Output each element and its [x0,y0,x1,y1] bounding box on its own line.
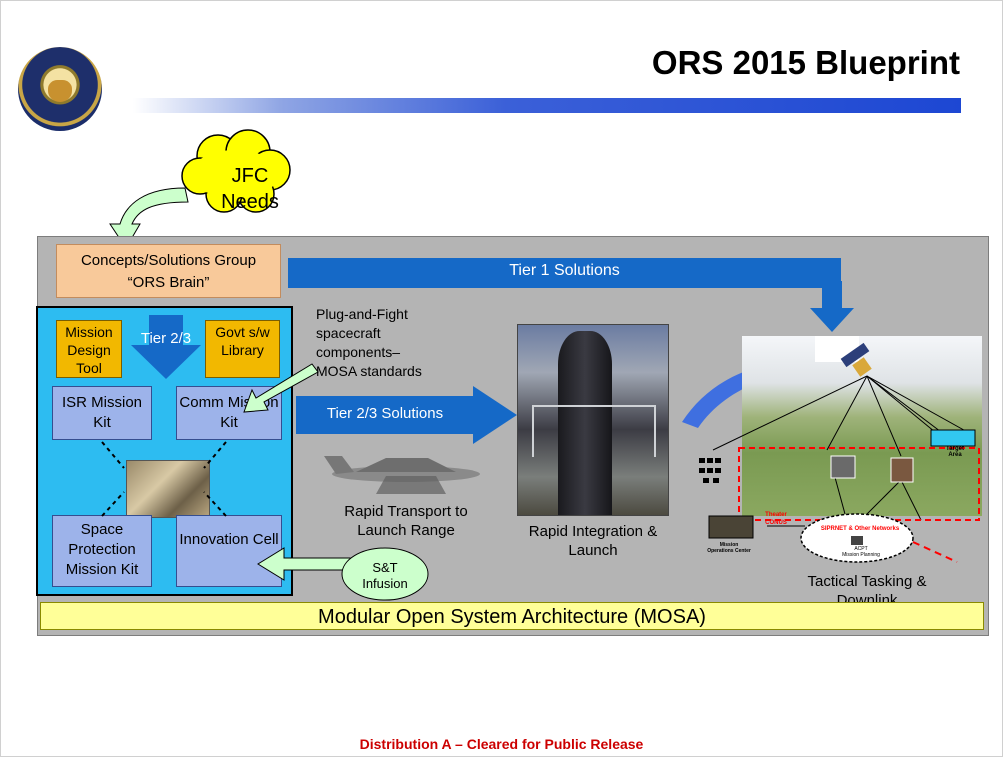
computer-icon [851,536,863,545]
plug-line2: spacecraft [316,325,381,341]
concepts-solutions-group: Concepts/Solutions Group “ORS Brain” [56,244,281,298]
cloud-icon [181,129,291,213]
mission-design-tool-box: Mission Design Tool [56,320,122,378]
csg-line2: “ORS Brain” [127,274,210,291]
cloud-line2: Needs [221,191,279,213]
conus-label: CONUS [765,520,787,526]
plug-line1: Plug-and-Fight [316,306,408,322]
seal-eagle [48,80,72,102]
acpt-line1: ACPT [854,546,868,552]
st-infusion-line2: Infusion [362,576,408,591]
plug-line3: components– [316,344,401,360]
rocket-integration-photo [517,324,669,516]
plug-line4: MOSA standards [316,363,422,379]
target-area-line2: Area [948,452,962,458]
innovation-cell-box: Innovation Cell [176,515,282,587]
tier23-arrow-shaft [149,315,183,345]
satellite-icon [840,342,872,377]
moc-label: Mission Operations Center [704,542,754,554]
cloud-line1: JFC [231,165,269,187]
space-protection-kit-box: Space Protection Mission Kit [52,515,152,587]
tactical-caption-line1: Tactical Tasking & [807,573,927,590]
govt-library-box: Govt s/w Library [205,320,280,378]
tier1-arrow-head [810,308,854,332]
moc-line1: Mission [719,542,739,548]
plug-arrow [243,363,319,413]
rapid-integration-line1: Rapid Integration & [528,523,658,540]
mosa-bar: Modular Open System Architecture (MOSA) [40,602,984,630]
siprnet-label: SIPRNET & Other Networks [820,526,900,532]
isr-mission-kit-box: ISR Mission Kit [52,386,152,440]
rapid-transport-line1: Rapid Transport to [344,503,468,520]
rapid-integration-text: Rapid Integration & Launch [510,522,676,560]
distribution-footer: Distribution A – Cleared for Public Rele… [359,736,644,752]
kit-connector-lines [101,441,227,517]
csg-line1: Concepts/Solutions Group [80,252,257,269]
cloud-label: JFC Needs [208,163,292,215]
st-infusion-arrow [257,547,351,581]
page-title: ORS 2015 Blueprint [651,44,960,81]
acpt-label: ACPT Mission Planning [836,546,886,558]
tier23-solutions-arrow-head [473,386,517,444]
target-area-label: Target Area [935,446,975,458]
st-infusion-label: S&T Infusion [340,560,430,592]
tier23-solutions-label: Tier 2/3 Solutions [326,405,444,422]
st-infusion-ellipse [341,547,429,601]
tier23-arrow-head [131,345,201,379]
plug-and-fight-text: Plug-and-Fight spacecraft components– MO… [316,305,422,381]
rapid-integration-line2: Launch [568,542,618,559]
tier1-arrow-down [822,281,842,309]
moc-line2: Operations Center [707,548,751,554]
spacecraft-components-photo [126,460,210,518]
rapid-transport-line2: Launch Range [357,522,455,539]
title-underline-bar [133,98,961,113]
tier23-solutions-arrow-shaft [296,396,474,434]
tier23-label: Tier 2/3 [140,330,192,347]
tactical-network-diagram [699,336,980,563]
rapid-transport-text: Rapid Transport to Launch Range [318,502,494,540]
target-area-line1: Target [946,446,964,452]
acpt-line2: Mission Planning [842,552,880,558]
st-infusion-line1: S&T [372,560,398,575]
theater-label: Theater [765,512,787,518]
tier1-arrow-shaft [288,258,841,288]
tier1-label: Tier 1 Solutions [509,262,620,279]
c17-aircraft-icon [324,456,480,494]
